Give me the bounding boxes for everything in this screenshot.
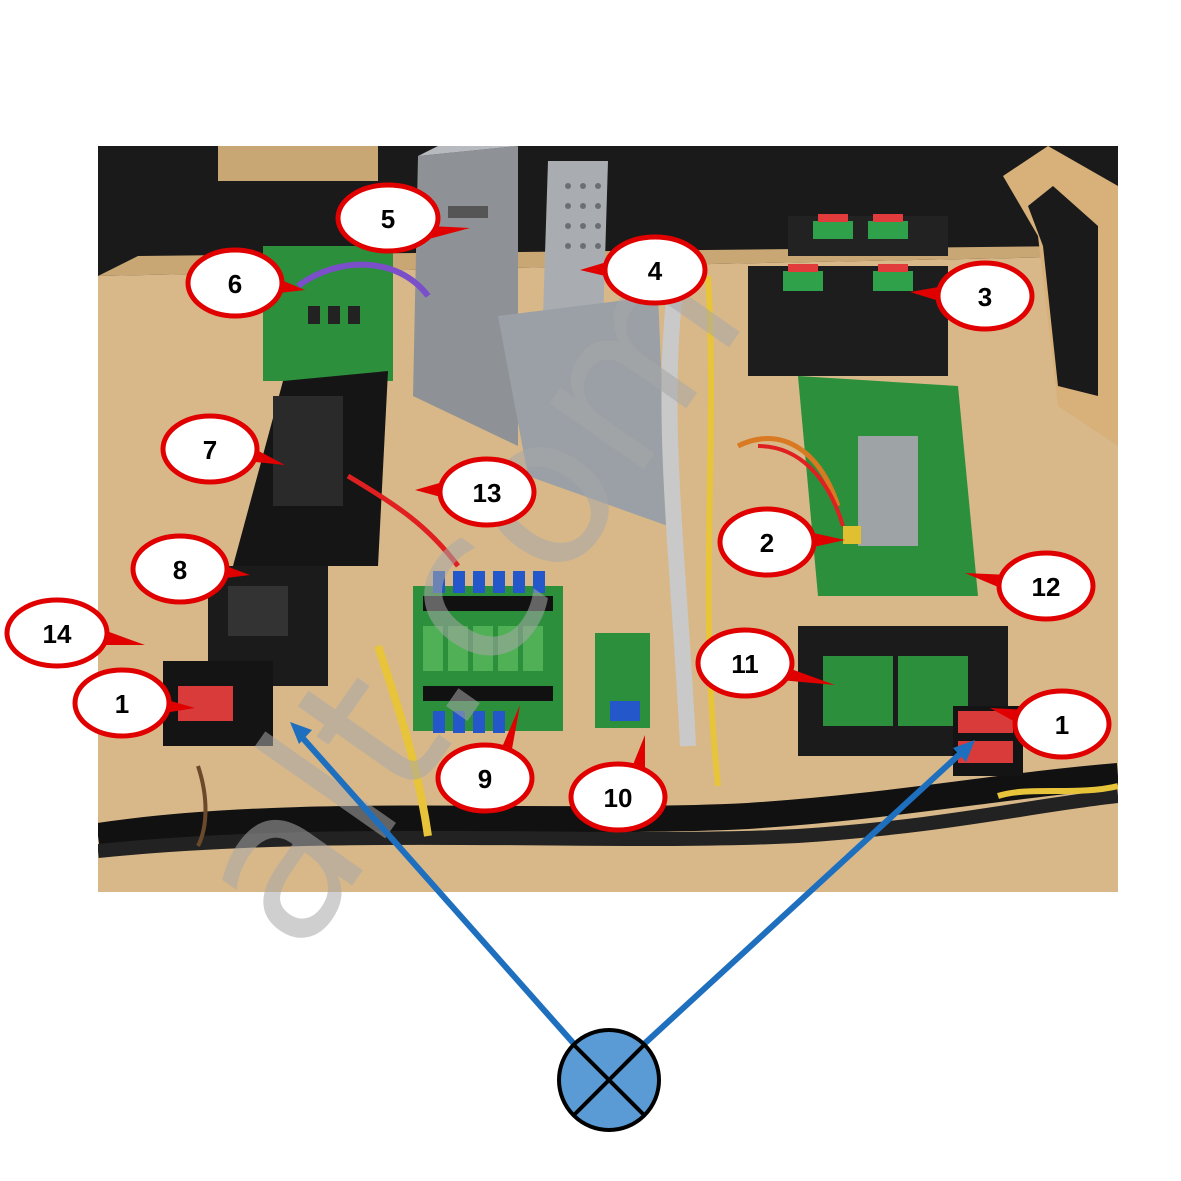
arrow-icon bbox=[290, 722, 975, 1048]
callout-label-10: 10 bbox=[604, 783, 633, 813]
callout-12: 12 bbox=[965, 550, 1096, 622]
callout-label-7: 7 bbox=[203, 435, 217, 465]
callout-label-8: 8 bbox=[173, 555, 187, 585]
callout-label-3: 3 bbox=[978, 282, 992, 312]
callout-8: 8 bbox=[130, 533, 250, 605]
callout-6: 6 bbox=[185, 247, 305, 319]
callout-1-right: 1 bbox=[990, 688, 1112, 760]
callout-2: 2 bbox=[717, 506, 845, 578]
callout-label-5: 5 bbox=[381, 204, 395, 234]
callout-4: 4 bbox=[580, 234, 708, 306]
lamp-symbol-icon bbox=[557, 1028, 661, 1132]
callout-label-4: 4 bbox=[648, 256, 663, 286]
callout-5: 5 bbox=[335, 182, 470, 254]
callout-3: 3 bbox=[910, 260, 1035, 332]
callout-label-9: 9 bbox=[478, 764, 492, 794]
callout-10: 10 bbox=[568, 735, 668, 833]
callout-14: 14 bbox=[4, 597, 145, 669]
callout-7: 7 bbox=[160, 413, 285, 485]
callout-13: 13 bbox=[415, 456, 537, 528]
callout-label-1-right: 1 bbox=[1055, 710, 1069, 740]
callout-label-12: 12 bbox=[1032, 572, 1061, 602]
callout-1-left: 1 bbox=[72, 667, 195, 739]
callout-label-14: 14 bbox=[43, 619, 72, 649]
callout-label-11: 11 bbox=[731, 649, 759, 679]
callout-label-2: 2 bbox=[760, 528, 774, 558]
callout-label-13: 13 bbox=[473, 478, 502, 508]
callout-9: 9 bbox=[435, 705, 535, 814]
watermark: alt.com bbox=[140, 205, 791, 988]
callout-label-6: 6 bbox=[228, 269, 242, 299]
callout-11: 11 bbox=[695, 627, 835, 699]
callout-label-1-left: 1 bbox=[115, 689, 129, 719]
